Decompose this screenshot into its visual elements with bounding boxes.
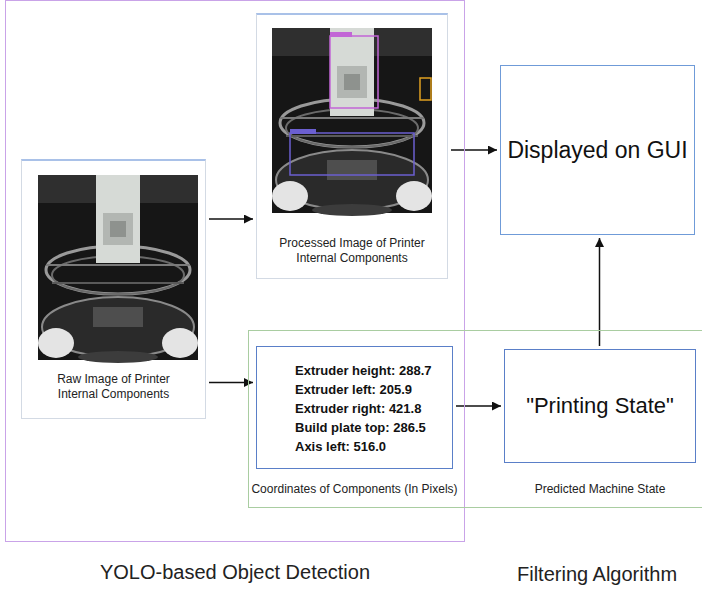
image-box: Processed Image of Printer Internal Comp… [256,13,448,279]
image-box: Raw Image of Printer Internal Components [21,159,206,419]
flow-arrow [451,149,497,151]
coordinate-line: Extruder left: 205.9 [295,380,452,399]
region-box: YOLO-based Object DetectionRaw Image of … [5,0,465,542]
coordinate-line: Build plate top: 286.5 [295,418,452,437]
image-caption: Processed Image of Printer Internal Comp… [271,236,433,266]
flow-arrow [209,382,253,384]
coordinate-line: Extruder height: 288.7 [295,361,452,380]
image-caption: Raw Image of Printer Internal Components [48,372,180,402]
coordinate-line: Extruder right: 421.8 [295,399,452,418]
coordinate-line: Axis left: 516.0 [295,437,452,456]
box-title: Displayed on GUI [507,137,687,164]
box-caption: Coordinates of Components (In Pixels) [251,482,457,497]
data-box: Extruder height: 288.7Extruder left: 205… [256,346,453,469]
process-box: Displayed on GUI [500,65,695,235]
flow-arrow [456,405,501,407]
box-caption: Predicted Machine State [535,482,666,497]
state-text: "Printing State" [526,393,674,419]
state-box: "Printing State"Predicted Machine State [504,349,696,463]
flow-arrow [209,218,253,220]
region-heading: YOLO-based Object Detection [6,561,464,584]
region-box: Filtering AlgorithmExtruder height: 288.… [248,330,702,508]
region-heading: Filtering Algorithm [517,563,677,586]
